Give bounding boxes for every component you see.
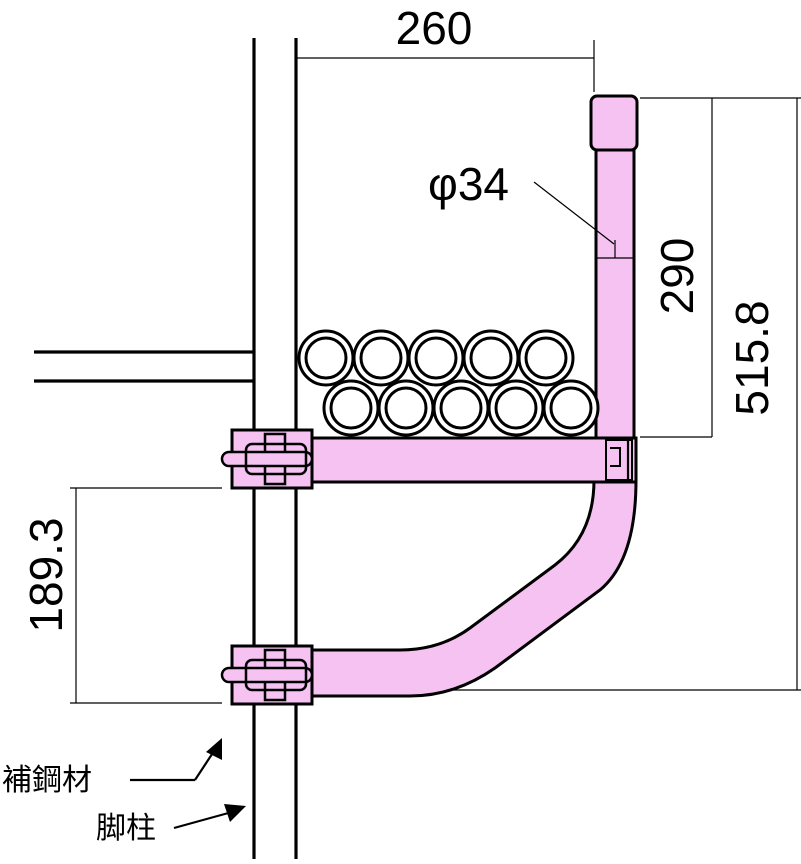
pipe-diameter-label: φ34 bbox=[428, 158, 509, 210]
reinforcing-steel-label: 補鋼材 bbox=[2, 764, 92, 797]
pipe-row-top bbox=[297, 329, 575, 387]
dimension-189-3-label: 189.3 bbox=[20, 517, 72, 632]
bracket-frame bbox=[306, 94, 639, 698]
post-cap bbox=[589, 94, 639, 152]
label-leg-column: 脚柱 bbox=[96, 804, 246, 845]
dimension-189-3: 189.3 bbox=[20, 487, 222, 704]
pipe-top-3-bore bbox=[414, 336, 458, 380]
pipe-bottom-5-bore bbox=[549, 386, 593, 430]
dimension-260-label: 260 bbox=[396, 2, 473, 54]
pipe-top-4-bore bbox=[469, 336, 513, 380]
vertical-post bbox=[594, 148, 636, 442]
pipe-top-5-bore bbox=[524, 336, 568, 380]
lower-curved-arm bbox=[308, 466, 638, 698]
dimension-515-8-label: 515.8 bbox=[726, 300, 778, 415]
dimension-pipe-diameter: φ34 bbox=[428, 158, 615, 245]
label-reinforcing-steel: 補鋼材 bbox=[2, 738, 222, 797]
upper-clamp bbox=[220, 428, 314, 490]
pipe-row-bottom bbox=[322, 379, 600, 437]
pipe-bottom-3-bore bbox=[439, 386, 483, 430]
dimension-515-8: 515.8 bbox=[454, 97, 801, 691]
dimension-290: 290 bbox=[640, 97, 713, 438]
arrowhead-leg-column bbox=[224, 804, 246, 822]
side-beam bbox=[34, 350, 254, 383]
pipe-top-2-bore bbox=[359, 336, 403, 380]
pipe-top-1-bore bbox=[304, 336, 348, 380]
horizontal-arm bbox=[306, 436, 638, 484]
pipe-bottom-2-bore bbox=[384, 386, 428, 430]
pipe-bottom-1-bore bbox=[329, 386, 373, 430]
pipe-bottom-4-bore bbox=[494, 386, 538, 430]
dimension-290-label: 290 bbox=[651, 238, 703, 315]
lower-clamp bbox=[220, 644, 314, 706]
leg-column-label: 脚柱 bbox=[96, 812, 156, 845]
arrowhead-reinforcing-steel bbox=[206, 738, 222, 760]
dimension-260: 260 bbox=[296, 2, 595, 92]
